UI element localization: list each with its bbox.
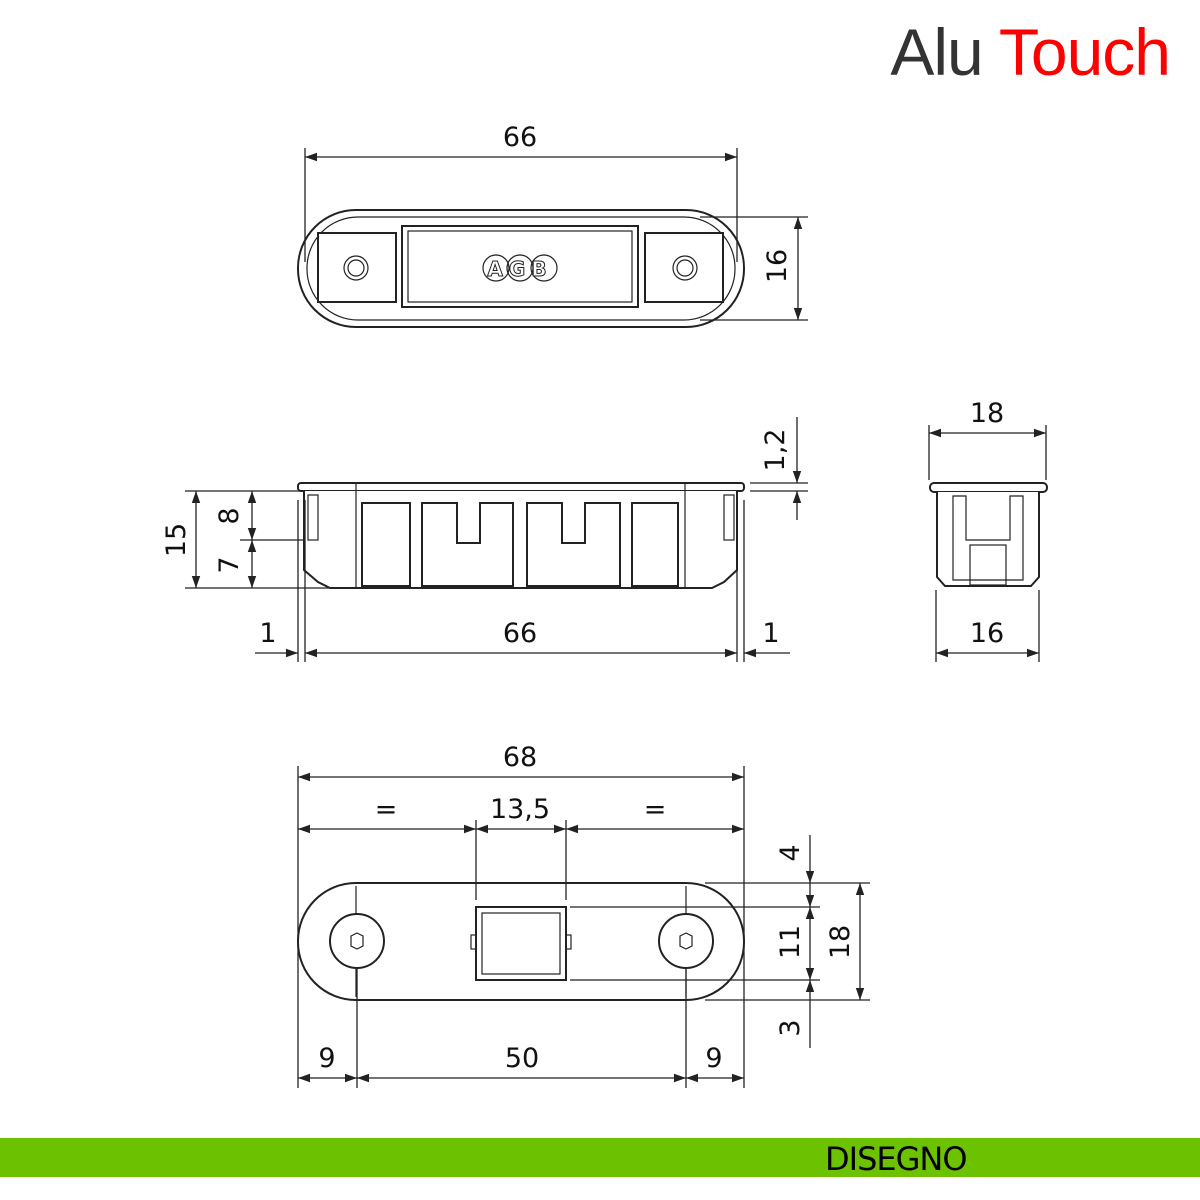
dim-top-offset: 4 <box>775 844 806 861</box>
agb-logo: AGB <box>482 254 558 282</box>
end-view <box>928 425 1048 662</box>
dim-end-top: 18 <box>970 398 1004 429</box>
dim-left-gap: 1 <box>259 618 276 649</box>
dim-top-width: 66 <box>503 122 537 153</box>
dim-side-height: 15 <box>161 523 192 557</box>
dim-center: 13,5 <box>490 794 550 825</box>
dim-hole-spacing: 50 <box>505 1043 539 1074</box>
title-touch: Touch <box>998 15 1171 89</box>
dim-left-equal: = <box>375 794 398 825</box>
dim-right-gap: 1 <box>762 618 779 649</box>
dim-end-bottom: 16 <box>970 618 1004 649</box>
dim-slot-height: 11 <box>775 925 806 959</box>
dim-bottom-height: 18 <box>825 925 856 959</box>
footer-bar: DISEGNO <box>0 1138 1200 1178</box>
dim-top-height: 16 <box>762 249 793 283</box>
dim-side-width: 66 <box>503 618 537 649</box>
side-view <box>185 417 808 662</box>
footer-label: DISEGNO <box>825 1140 968 1178</box>
title-alu: Alu <box>890 15 983 89</box>
svg-text:AGB: AGB <box>487 257 552 281</box>
dim-bottom-offset: 3 <box>775 1019 806 1036</box>
dim-right-edge: 9 <box>705 1043 722 1074</box>
dim-right-equal: = <box>644 794 667 825</box>
top-view: AGB <box>297 148 808 328</box>
dim-upper: 8 <box>214 507 245 524</box>
brand-title: Alu Touch <box>890 14 1171 90</box>
bottom-view <box>297 766 870 1088</box>
dim-left-edge: 9 <box>318 1043 335 1074</box>
dim-flange: 1,2 <box>760 429 791 472</box>
dim-lower: 7 <box>214 556 245 573</box>
dim-bottom-total: 68 <box>503 742 537 773</box>
